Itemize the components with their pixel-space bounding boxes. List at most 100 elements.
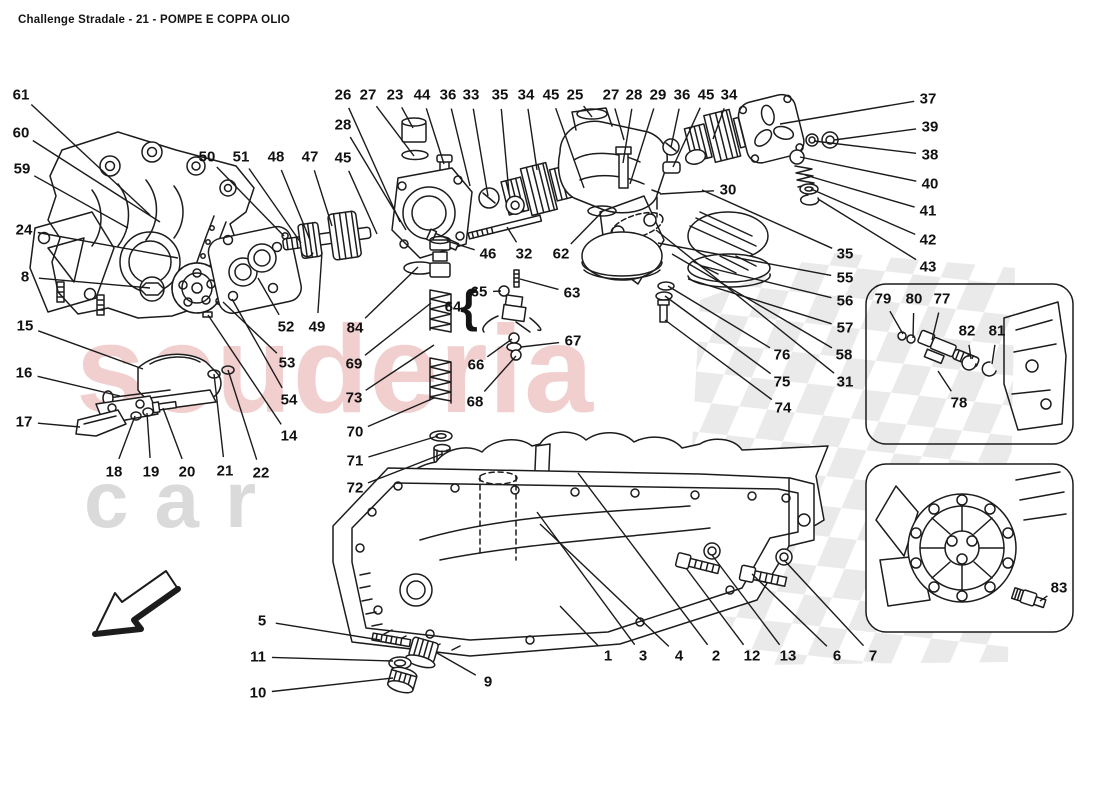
leader-callout-33 bbox=[472, 108, 489, 197]
leader-callout-66 bbox=[486, 338, 513, 358]
callout-65: 65 bbox=[470, 283, 488, 301]
leader-callout-4 bbox=[539, 523, 670, 647]
leader-callout-14 bbox=[207, 314, 282, 425]
leader-callout-21 bbox=[213, 373, 225, 458]
callout-29: 29 bbox=[649, 86, 667, 104]
callout-68: 68 bbox=[466, 393, 484, 411]
leader-callout-37 bbox=[779, 100, 915, 125]
callout-9: 9 bbox=[483, 673, 493, 691]
callout-13: 13 bbox=[779, 647, 797, 665]
leader-callout-83 bbox=[1039, 595, 1048, 602]
leader-callout-32 bbox=[506, 226, 518, 243]
leader-callout-19 bbox=[146, 412, 151, 459]
leader-callout-12 bbox=[685, 567, 745, 646]
callout-62: 62 bbox=[552, 245, 570, 263]
callout-24: 24 bbox=[15, 221, 33, 239]
drain-plug-parts bbox=[371, 632, 439, 694]
callout-31: 31 bbox=[836, 373, 854, 391]
leader-callout-29 bbox=[629, 108, 655, 185]
leader-callout-35 bbox=[500, 108, 510, 194]
callout-53: 53 bbox=[278, 354, 296, 372]
leader-callout-10 bbox=[271, 677, 394, 693]
callout-20: 20 bbox=[178, 463, 196, 481]
leader-callout-43 bbox=[817, 198, 917, 261]
leader-callout-57 bbox=[687, 278, 832, 325]
pump-drive-cover bbox=[207, 225, 302, 314]
callout-42: 42 bbox=[919, 231, 937, 249]
leader-callout-38 bbox=[813, 140, 917, 154]
callout-41: 41 bbox=[919, 202, 937, 220]
leader-callout-58 bbox=[671, 253, 833, 349]
leader-callout-50 bbox=[216, 166, 285, 237]
callout-51: 51 bbox=[232, 148, 250, 166]
leader-callout-45-3 bbox=[348, 170, 378, 235]
leader-callout-40 bbox=[799, 156, 917, 182]
inset-gearbox-housing bbox=[865, 463, 1074, 633]
inset-oil-valve bbox=[865, 283, 1074, 445]
callout-52: 52 bbox=[277, 318, 295, 336]
callout-75: 75 bbox=[773, 373, 791, 391]
callout-16: 16 bbox=[15, 364, 33, 382]
callout-79: 79 bbox=[874, 290, 892, 308]
brace-64-symbol: { bbox=[460, 280, 478, 332]
oil-pump-rear bbox=[557, 107, 681, 218]
callout-35-2: 35 bbox=[836, 245, 854, 263]
callout-54: 54 bbox=[280, 391, 298, 409]
callout-60: 60 bbox=[12, 124, 30, 142]
callout-18: 18 bbox=[105, 463, 123, 481]
callout-22: 22 bbox=[252, 464, 270, 482]
callout-30: 30 bbox=[719, 181, 737, 199]
callout-23: 23 bbox=[386, 86, 404, 104]
callout-78: 78 bbox=[950, 394, 968, 412]
callout-76: 76 bbox=[773, 346, 791, 364]
leader-callout-81 bbox=[991, 344, 996, 365]
callout-35: 35 bbox=[491, 86, 509, 104]
leader-callout-22 bbox=[227, 369, 258, 460]
callout-39: 39 bbox=[921, 118, 939, 136]
callout-38: 38 bbox=[921, 146, 939, 164]
callout-84: 84 bbox=[346, 319, 364, 337]
page-title: Challenge Stradale - 21 - POMPE E COPPA … bbox=[18, 14, 291, 26]
leader-callout-51 bbox=[248, 168, 302, 244]
leader-callout-45 bbox=[555, 107, 585, 189]
leader-callout-67 bbox=[520, 341, 560, 348]
leader-callout-79 bbox=[889, 310, 904, 335]
callout-66: 66 bbox=[467, 356, 485, 374]
leader-callout-45-2 bbox=[672, 107, 701, 168]
callout-15: 15 bbox=[16, 317, 34, 335]
callout-67: 67 bbox=[564, 332, 582, 350]
leader-callout-82 bbox=[968, 344, 972, 360]
direction-arrow bbox=[92, 570, 181, 637]
callout-46: 46 bbox=[479, 245, 497, 263]
leader-callout-2 bbox=[577, 472, 709, 646]
callout-61: 61 bbox=[12, 86, 30, 104]
callout-27: 27 bbox=[359, 86, 377, 104]
callout-72: 72 bbox=[346, 479, 364, 497]
leader-callout-69 bbox=[364, 302, 432, 356]
callout-37: 37 bbox=[919, 90, 937, 108]
callout-11: 11 bbox=[250, 648, 266, 666]
callout-26: 26 bbox=[334, 86, 352, 104]
callout-1: 1 bbox=[603, 647, 613, 665]
callout-32: 32 bbox=[515, 245, 533, 263]
callout-77: 77 bbox=[933, 290, 951, 308]
callout-81: 81 bbox=[988, 322, 1006, 340]
callout-57: 57 bbox=[836, 319, 854, 337]
leader-callout-17 bbox=[37, 422, 81, 428]
callout-5: 5 bbox=[257, 612, 267, 630]
callout-2: 2 bbox=[711, 647, 721, 665]
leader-callout-16 bbox=[37, 375, 121, 397]
callout-69: 69 bbox=[345, 355, 363, 373]
leader-callout-34-2 bbox=[712, 107, 725, 140]
timing-chain bbox=[171, 215, 237, 318]
callout-36: 36 bbox=[439, 86, 457, 104]
leader-callout-42 bbox=[810, 188, 916, 236]
callout-27-2: 27 bbox=[602, 86, 620, 104]
leader-callout-13 bbox=[711, 554, 781, 646]
callout-6: 6 bbox=[832, 647, 842, 665]
callout-40: 40 bbox=[921, 175, 939, 193]
leader-callout-80 bbox=[912, 312, 915, 339]
leader-callout-39 bbox=[833, 128, 917, 141]
oil-strainer bbox=[581, 195, 771, 323]
